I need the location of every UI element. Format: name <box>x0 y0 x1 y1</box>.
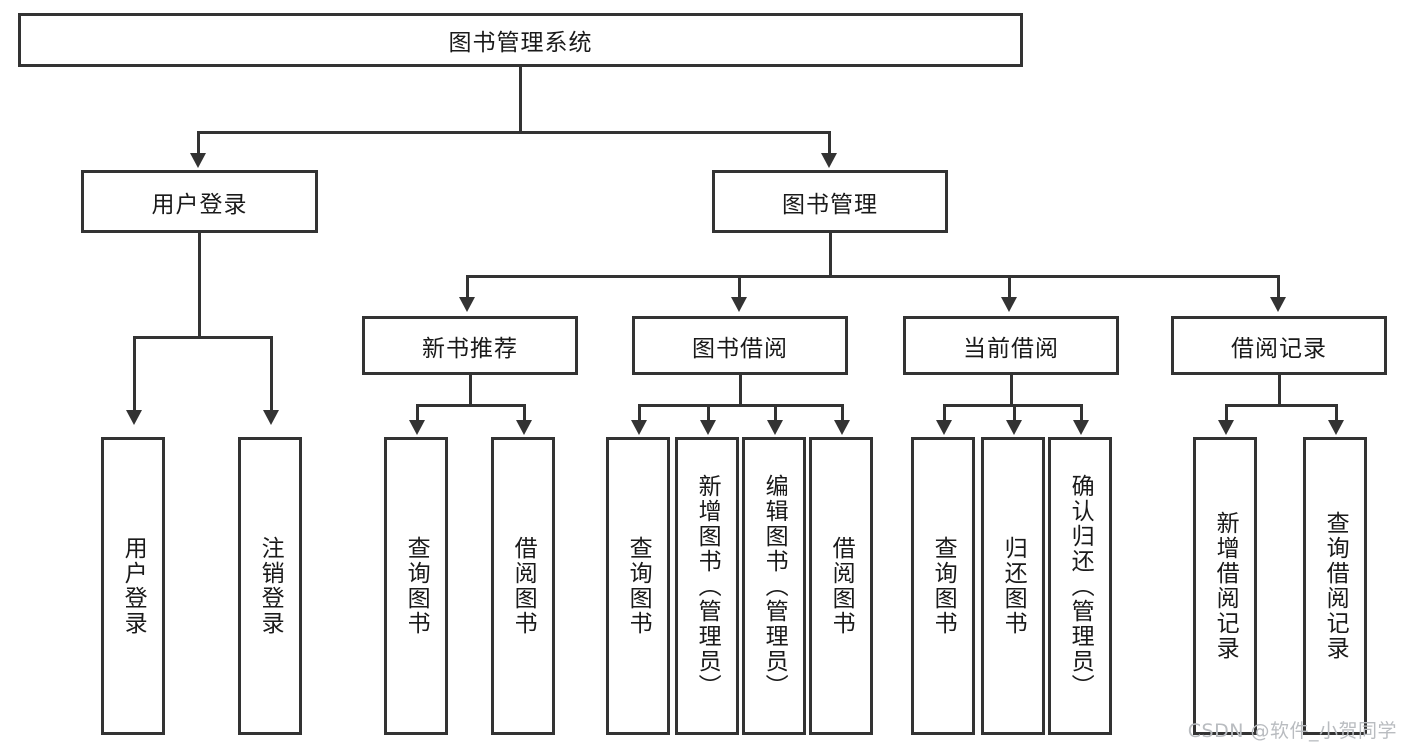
leaf-label: 查询图书 <box>930 536 957 636</box>
leaf-new-book-borrow-book[interactable]: 借阅图书 <box>491 437 555 735</box>
edge-root-bar <box>197 131 831 134</box>
edge-user-login-to-leaf-1 <box>133 336 136 412</box>
edge-bm-to-new-book <box>466 275 469 299</box>
edge-cb-to-leaf-3 <box>1080 404 1083 422</box>
leaf-logout[interactable]: 注销登录 <box>238 437 302 735</box>
leaf-label: 新增借阅记录 <box>1212 511 1239 661</box>
edge-book-borrow-stem <box>739 375 742 404</box>
node-root-book-management-system[interactable]: 图书管理系统 <box>18 13 1023 67</box>
leaf-borrow-add-book-admin[interactable]: 新增图书（管理员） <box>675 437 739 735</box>
edge-br-to-leaf-1 <box>1225 404 1228 422</box>
arrow-bm-to-borrow-record <box>1270 297 1286 312</box>
arrow-bm-to-new-book <box>459 297 475 312</box>
edge-new-book-bar <box>416 404 526 407</box>
edge-bb-to-leaf-2 <box>707 404 710 422</box>
node-user-login[interactable]: 用户登录 <box>81 170 318 233</box>
edge-cb-to-leaf-2 <box>1013 404 1016 422</box>
arrow-br-to-leaf-1 <box>1218 420 1234 435</box>
edge-root-to-book-management <box>828 131 831 155</box>
watermark-text: CSDN @软件_小贺同学 <box>1187 720 1397 742</box>
edge-user-login-stem <box>198 233 201 336</box>
arrow-bm-to-current-borrow <box>1001 297 1017 312</box>
arrow-bm-to-book-borrow <box>731 297 747 312</box>
leaf-current-confirm-return-admin[interactable]: 确认归还（管理员） <box>1048 437 1112 735</box>
leaf-current-query-book[interactable]: 查询图书 <box>911 437 975 735</box>
leaf-label: 新增图书（管理员） <box>694 473 721 699</box>
edge-bb-to-leaf-3 <box>774 404 777 422</box>
node-book-borrow[interactable]: 图书借阅 <box>632 316 848 375</box>
arrow-cb-to-leaf-2 <box>1006 420 1022 435</box>
leaf-label: 查询借阅记录 <box>1322 511 1349 661</box>
leaf-record-query-borrow-record[interactable]: 查询借阅记录 <box>1303 437 1367 735</box>
edge-book-management-bar <box>466 275 1280 278</box>
edge-book-management-stem <box>829 233 832 275</box>
arrow-bb-to-leaf-2 <box>700 420 716 435</box>
edge-bm-to-current-borrow <box>1008 275 1011 299</box>
edge-bb-to-leaf-1 <box>638 404 641 422</box>
edge-root-to-user-login <box>197 131 200 155</box>
arrow-new-book-to-leaf-2 <box>516 420 532 435</box>
leaf-borrow-query-book[interactable]: 查询图书 <box>606 437 670 735</box>
arrow-br-to-leaf-2 <box>1328 420 1344 435</box>
edge-bm-to-book-borrow <box>738 275 741 299</box>
edge-new-book-to-leaf-2 <box>523 404 526 422</box>
leaf-label: 查询图书 <box>625 536 652 636</box>
arrow-root-to-book-management <box>821 153 837 168</box>
leaf-borrow-borrow-book[interactable]: 借阅图书 <box>809 437 873 735</box>
edge-current-borrow-stem <box>1010 375 1013 404</box>
edge-user-login-to-leaf-2 <box>270 336 273 412</box>
node-label: 新书推荐 <box>422 335 518 362</box>
node-book-management[interactable]: 图书管理 <box>712 170 948 233</box>
arrow-user-login-to-leaf-1 <box>126 410 142 425</box>
arrow-bb-to-leaf-4 <box>834 420 850 435</box>
node-current-borrow[interactable]: 当前借阅 <box>903 316 1119 375</box>
edge-bb-to-leaf-4 <box>841 404 844 422</box>
leaf-label: 注销登录 <box>257 536 284 636</box>
arrow-root-to-user-login <box>190 153 206 168</box>
leaf-label: 编辑图书（管理员） <box>761 473 788 699</box>
node-label: 借阅记录 <box>1231 335 1327 362</box>
node-borrow-record[interactable]: 借阅记录 <box>1171 316 1387 375</box>
leaf-record-add-borrow-record[interactable]: 新增借阅记录 <box>1193 437 1257 735</box>
edge-root-stem <box>519 67 522 131</box>
leaf-current-return-book[interactable]: 归还图书 <box>981 437 1045 735</box>
arrow-new-book-to-leaf-1 <box>409 420 425 435</box>
leaf-label: 借阅图书 <box>510 536 537 636</box>
arrow-bb-to-leaf-3 <box>767 420 783 435</box>
leaf-label: 借阅图书 <box>828 536 855 636</box>
edge-user-login-bar <box>133 336 273 339</box>
leaf-borrow-edit-book-admin[interactable]: 编辑图书（管理员） <box>742 437 806 735</box>
leaf-label: 确认归还（管理员） <box>1067 473 1094 699</box>
edge-borrow-record-stem <box>1278 375 1281 404</box>
edge-bm-to-borrow-record <box>1277 275 1280 299</box>
leaf-label: 用户登录 <box>120 536 147 636</box>
node-label: 图书管理 <box>782 191 878 218</box>
leaf-user-login[interactable]: 用户登录 <box>101 437 165 735</box>
arrow-cb-to-leaf-1 <box>936 420 952 435</box>
edge-cb-to-leaf-1 <box>943 404 946 422</box>
leaf-new-book-query-book[interactable]: 查询图书 <box>384 437 448 735</box>
leaf-label: 查询图书 <box>403 536 430 636</box>
edge-book-borrow-bar <box>638 404 844 407</box>
edge-br-to-leaf-2 <box>1335 404 1338 422</box>
node-label: 用户登录 <box>151 191 248 218</box>
leaf-label: 归还图书 <box>1000 536 1027 636</box>
node-label: 当前借阅 <box>963 335 1059 362</box>
edge-new-book-stem <box>469 375 472 404</box>
arrow-user-login-to-leaf-2 <box>263 410 279 425</box>
node-new-book-recommend[interactable]: 新书推荐 <box>362 316 578 375</box>
edge-new-book-to-leaf-1 <box>416 404 419 422</box>
arrow-cb-to-leaf-3 <box>1073 420 1089 435</box>
edge-borrow-record-bar <box>1225 404 1338 407</box>
node-label: 图书管理系统 <box>448 30 593 56</box>
arrow-bb-to-leaf-1 <box>631 420 647 435</box>
node-label: 图书借阅 <box>692 335 788 362</box>
